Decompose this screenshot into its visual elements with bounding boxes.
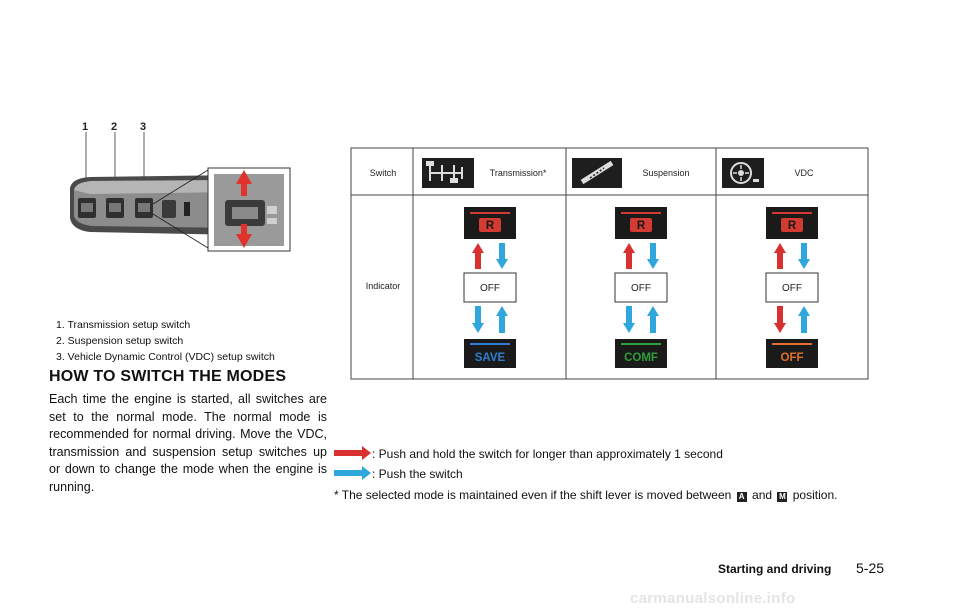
mode-note: * The selected mode is maintained even i… (334, 488, 837, 502)
note-post: position. (792, 488, 838, 502)
column-name: VDC (794, 168, 814, 178)
figure-number-2: 2 (111, 121, 118, 133)
r-indicator-label: R (637, 220, 646, 232)
note-text: * The selected mode is maintained even i… (334, 488, 732, 502)
legend-push-text: : Push the switch (372, 467, 463, 481)
arrow-up-to-off (647, 306, 659, 333)
watermark: carmanualsonline.info (630, 590, 796, 607)
mode-indicator-label: OFF (781, 352, 804, 364)
a-position-icon: A (736, 492, 747, 502)
hold-arrow-up (774, 243, 786, 269)
r-indicator-badge (781, 218, 803, 232)
arrow-down-to-mode (774, 306, 786, 333)
off-indicator-label: OFF (631, 283, 651, 294)
transmission-icon (422, 158, 474, 188)
transmission-indicator-column: R OFF SAVE (463, 207, 517, 368)
arrow-down-to-mode (623, 306, 635, 333)
legend-hold-arrow (334, 446, 371, 460)
switch-list: 1. Transmission setup switch 2. Suspensi… (56, 317, 275, 365)
r-indicator-label: R (788, 220, 797, 232)
push-arrow-down (496, 243, 508, 269)
r-indicator-badge (630, 218, 652, 232)
off-indicator-label: OFF (480, 283, 500, 294)
row-label-indicator: Indicator (366, 281, 401, 291)
push-arrow-down (647, 243, 659, 269)
legend-hold-text: : Push and hold the switch for longer th… (372, 447, 723, 461)
figure-number-3: 3 (140, 121, 147, 133)
switch-panel-illustration (70, 132, 291, 252)
section-body: Each time the engine is started, all swi… (49, 392, 327, 494)
list-item: 1. Transmission setup switch (56, 319, 191, 331)
off-indicator (765, 272, 819, 303)
m-position-icon: M (777, 492, 788, 502)
off-indicator (463, 272, 517, 303)
mode-indicator-label: SAVE (475, 352, 506, 364)
suspension-indicator-column: R OFF COMF (614, 207, 668, 368)
list-item: 2. Suspension setup switch (56, 335, 184, 347)
footer-chapter-title: Starting and driving (718, 562, 832, 576)
page-number: 5-25 (856, 560, 885, 576)
r-indicator-label: R (486, 220, 495, 232)
column-name: Suspension (642, 168, 689, 178)
figure-number-1: 1 (82, 121, 89, 133)
arrow-up-to-off (496, 306, 508, 333)
vdc-indicator-column: R OFF OFF (765, 207, 819, 368)
arrow-down-to-mode (472, 306, 484, 333)
note-and: and (752, 488, 773, 502)
column-name: Transmission* (490, 168, 547, 178)
off-indicator (614, 272, 668, 303)
list-item: 3. Vehicle Dynamic Control (VDC) setup s… (56, 351, 275, 363)
row-label-switch: Switch (370, 168, 397, 178)
suspension-icon (572, 158, 622, 188)
hold-arrow-up (623, 243, 635, 269)
arrow-up-to-off (798, 306, 810, 333)
vdc-icon (722, 158, 764, 188)
mode-indicator-label: COMF (624, 352, 658, 364)
off-indicator-label: OFF (782, 283, 802, 294)
mode-table: Switch Indicator Transmission* Suspensio… (350, 147, 869, 380)
legend-push-arrow (334, 466, 371, 480)
section-heading: HOW TO SWITCH THE MODES (49, 368, 287, 385)
r-indicator-badge (479, 218, 501, 232)
push-arrow-down (798, 243, 810, 269)
hold-arrow-up (472, 243, 484, 269)
